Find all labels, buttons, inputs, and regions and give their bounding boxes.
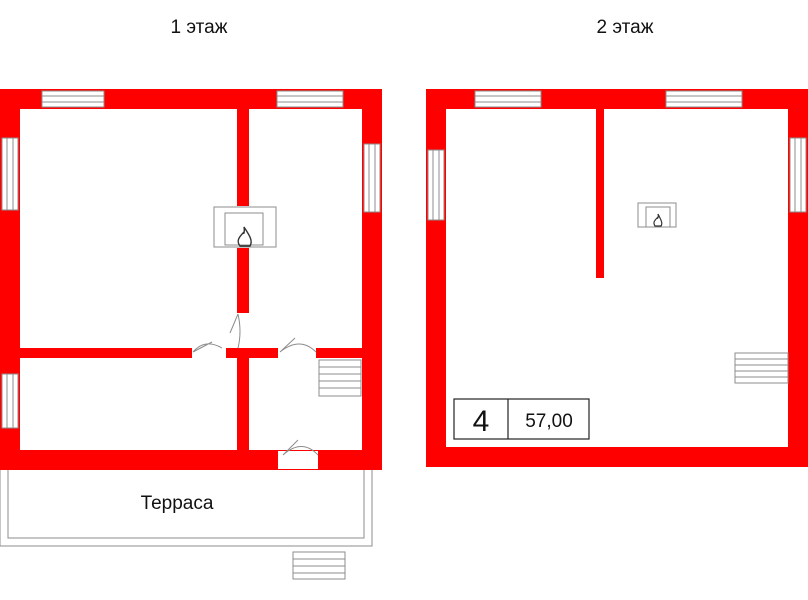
wall-bottom (426, 447, 808, 467)
window-icon (41, 90, 105, 108)
window-icon (427, 149, 445, 221)
terrace-outline-inner (7, 470, 365, 539)
window-icon (1, 373, 19, 429)
window-icon (474, 90, 542, 108)
wall-interior (596, 108, 604, 278)
door-icon (282, 439, 319, 456)
stairs-icon (734, 352, 789, 384)
floor-2-title: 2 этаж (597, 17, 654, 38)
floor-1-plan: Терраса (0, 89, 382, 580)
terrace-stairs-icon (292, 551, 346, 580)
window-icon (363, 143, 381, 213)
door-icon (229, 313, 241, 349)
flame-icon (237, 226, 252, 247)
info-box-number: 4 (473, 405, 490, 438)
window-icon (789, 137, 807, 213)
flame-icon (653, 213, 663, 227)
wall-bottom (0, 450, 382, 470)
stove-icon (637, 202, 677, 228)
wall-interior (226, 348, 278, 358)
door-icon (279, 337, 317, 353)
window-icon (665, 90, 743, 108)
door-icon (192, 341, 223, 353)
wall-interior (237, 356, 249, 451)
floor-1-title: 1 этаж (171, 17, 228, 38)
wall-interior (237, 108, 249, 206)
floor-2-plan: 4 57,00 (426, 89, 808, 467)
wall-interior (20, 348, 192, 358)
stove-icon (213, 206, 277, 248)
door-opening (278, 451, 318, 469)
terrace-outline (0, 470, 373, 547)
window-icon (1, 137, 19, 211)
stairs-icon (318, 359, 362, 397)
window-icon (276, 90, 344, 108)
wall-interior (316, 348, 362, 358)
wall-interior (237, 248, 249, 313)
info-box: 4 57,00 (453, 398, 590, 440)
wall-left (426, 89, 446, 467)
terrace-label: Терраса (141, 493, 214, 514)
info-box-area: 57,00 (525, 411, 573, 432)
